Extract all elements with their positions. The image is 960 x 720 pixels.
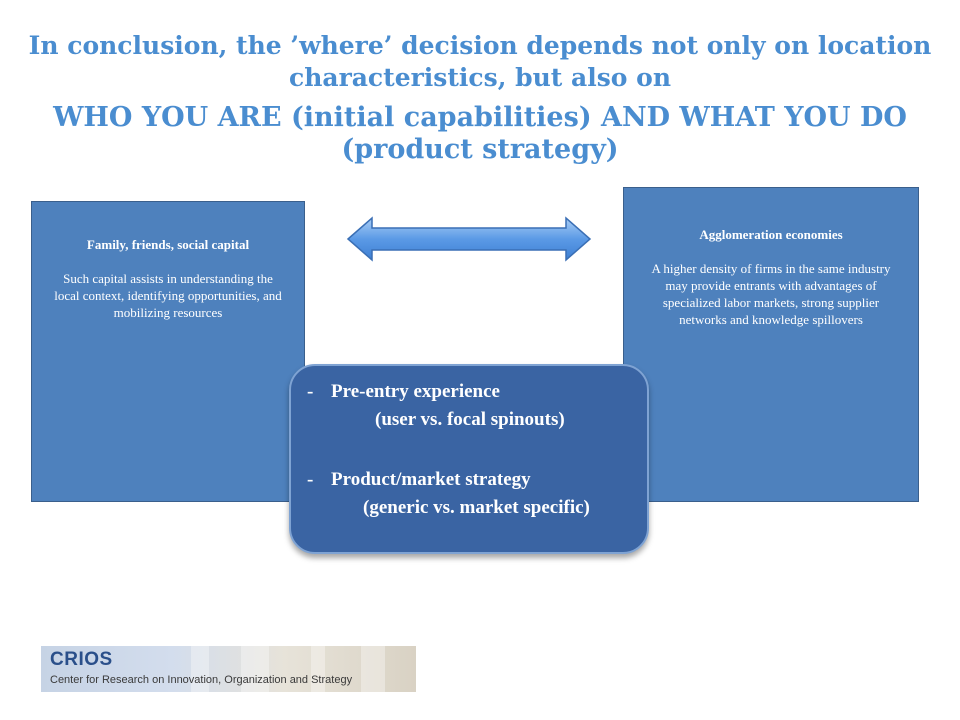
bullet-detail: (user vs. focal spinouts): [375, 409, 565, 430]
bullet-label: Pre-entry experience: [331, 381, 500, 402]
bullet-pre-entry-experience: -Pre-entry experience (user vs. focal sp…: [307, 378, 637, 434]
bullet-product-market-strategy: -Product/market strategy (generic vs. ma…: [307, 466, 637, 522]
agglomeration-box: Agglomeration economies A higher density…: [623, 187, 919, 502]
social-capital-box: Family, friends, social capital Such cap…: [31, 201, 305, 502]
social-capital-text: Such capital assists in understanding th…: [54, 271, 282, 320]
capabilities-strategy-box: -Pre-entry experience (user vs. focal sp…: [289, 364, 649, 554]
bullet-marker: -: [307, 381, 314, 402]
bullet-marker: -: [307, 469, 314, 490]
bullet-label: Product/market strategy: [331, 469, 531, 490]
logo-name: CRIOS: [50, 649, 113, 670]
crios-logo: CRIOS Center for Research on Innovation,…: [41, 646, 416, 692]
slide-title-line-2: WHO YOU ARE (initial capabilities) AND W…: [53, 102, 907, 165]
agglomeration-heading: Agglomeration economies: [699, 227, 843, 242]
logo-tagline: Center for Research on Innovation, Organ…: [50, 674, 353, 686]
agglomeration-text: A higher density of firms in the same in…: [651, 261, 891, 327]
slide-title-line-1: In conclusion, the ’where’ decision depe…: [28, 31, 932, 92]
social-capital-heading: Family, friends, social capital: [86, 237, 250, 252]
bullet-detail: (generic vs. market specific): [363, 497, 590, 518]
double-headed-arrow-icon: [346, 216, 592, 262]
